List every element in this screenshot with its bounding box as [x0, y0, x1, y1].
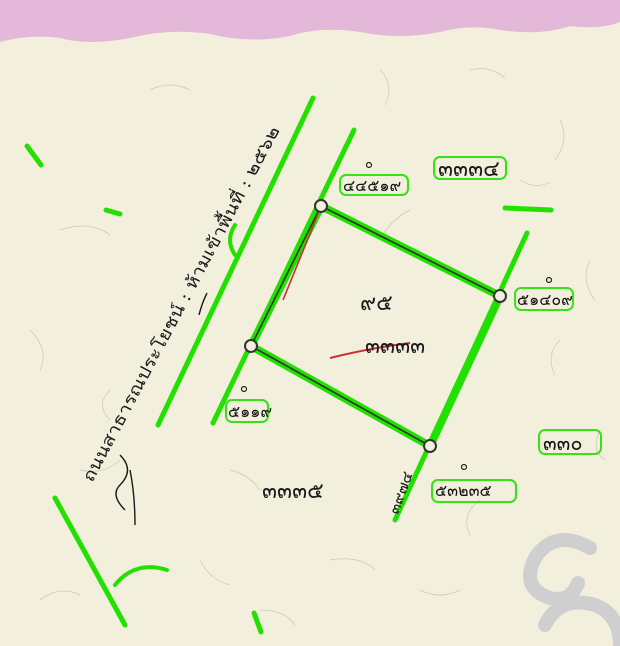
parcel-label-top-right: ๓๓๓๔: [438, 157, 500, 182]
corner-label-right: ๕๑๔๐๙: [517, 290, 573, 309]
red-annotation-mark: [329, 342, 411, 359]
parcel-label-center-top: ๙๕: [360, 291, 393, 316]
peg-bottom: [423, 439, 437, 453]
small-mark-left: ๐: [240, 381, 248, 396]
corner-label-top: ๔๔๕๑๙: [343, 176, 401, 195]
pink-border-band: [0, 0, 620, 42]
peg-top: [314, 199, 328, 213]
parcel-label-far-right: ๓๓๐: [543, 431, 583, 455]
road-line-outer: [155, 95, 316, 428]
corner-label-left: ๕๑๑๙: [228, 402, 272, 421]
red-edge-mark: [282, 213, 319, 301]
peg-right: [493, 289, 507, 303]
peg-left: [244, 339, 258, 353]
corner-pegs: [244, 199, 507, 453]
small-mark-bottom: ๐: [460, 459, 468, 474]
ink-strokes: [115, 292, 208, 526]
small-mark-right: ๐: [545, 272, 553, 287]
small-mark-top: ๐: [365, 157, 373, 172]
road-line-lower: [52, 495, 128, 628]
corner-label-bottom: ๕๓๒๓๕: [435, 481, 492, 500]
parcel-label-bottom-left: ๓๓๓๕: [262, 479, 324, 504]
extension-line-right: [392, 230, 530, 523]
parcel-label-center-bottom: ๓๓๓๓: [365, 334, 425, 359]
text-highlight-outlines: [225, 156, 602, 503]
watermark-logo: [523, 533, 620, 646]
